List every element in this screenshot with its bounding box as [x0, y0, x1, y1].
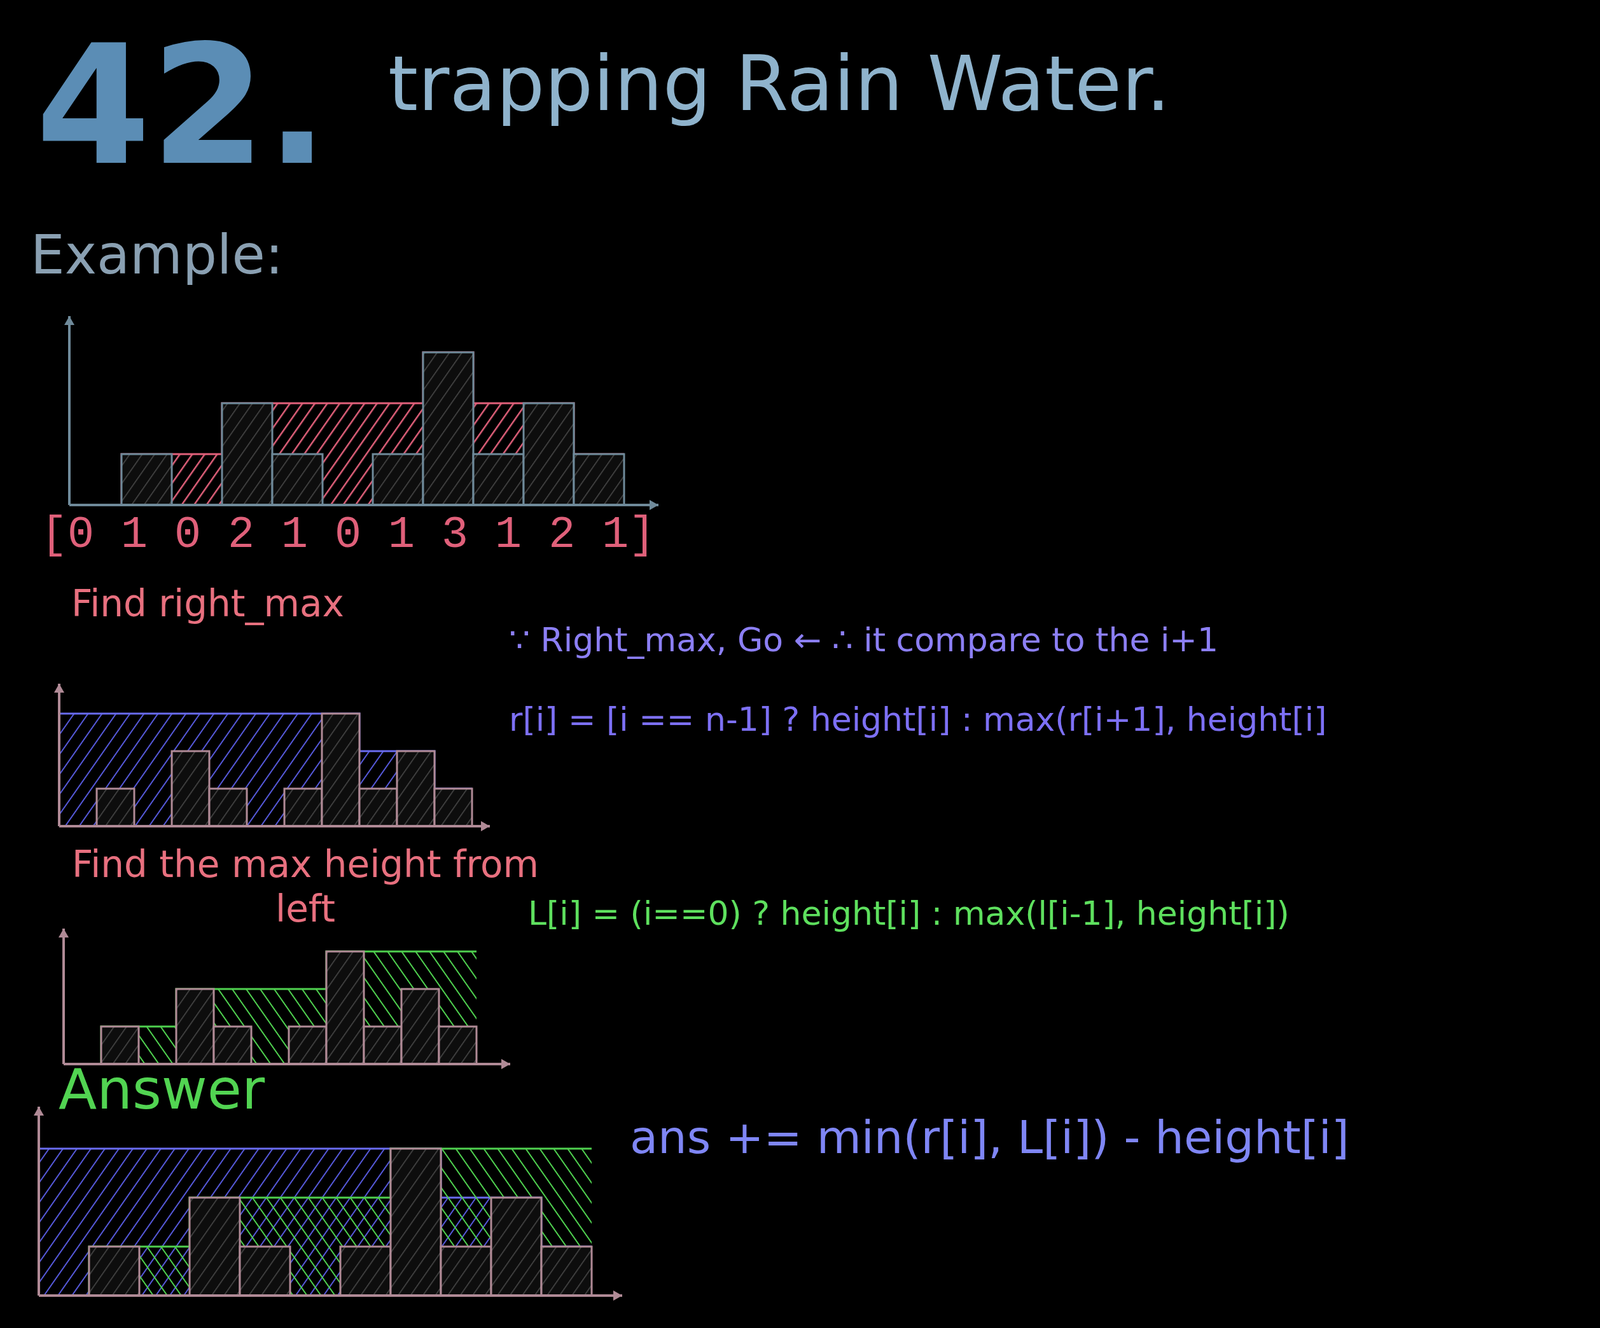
water-region	[139, 1246, 190, 1296]
formula: ans += min(r[i], L[i]) - height[i]	[629, 1110, 1350, 1165]
water-region	[246, 713, 285, 827]
height-bar	[209, 788, 247, 827]
height-bar	[440, 1246, 492, 1296]
water-region	[440, 1148, 492, 1247]
water-region	[134, 713, 172, 827]
water-region	[251, 989, 289, 1065]
water-region	[473, 403, 524, 455]
height-bar	[176, 989, 214, 1065]
height-bar	[89, 1246, 140, 1296]
y-axis	[57, 683, 61, 827]
water-region	[59, 713, 97, 827]
y-axis	[68, 316, 71, 506]
axis-arrow	[480, 821, 490, 832]
x-axis	[59, 825, 490, 828]
height-bar	[359, 788, 397, 827]
height-bar	[390, 1148, 441, 1296]
water-region	[290, 1148, 341, 1296]
water-region	[189, 1148, 240, 1198]
bar-chart	[54, 683, 490, 832]
height-bar	[372, 454, 424, 506]
water-region	[239, 1197, 291, 1247]
height-bar	[340, 1246, 391, 1296]
x-axis	[69, 503, 659, 507]
bar-chart	[58, 928, 511, 1070]
height-bar	[326, 951, 364, 1065]
bar-charts	[33, 316, 659, 1301]
height-bar	[288, 1026, 327, 1065]
water-region	[541, 1148, 592, 1247]
height-bar	[541, 1246, 592, 1296]
axis-arrow	[33, 1106, 44, 1116]
water-region	[213, 989, 252, 1027]
water-region	[284, 713, 322, 789]
water-region	[272, 403, 323, 455]
height-bar	[284, 788, 322, 827]
height-bar	[438, 1026, 477, 1065]
height-bar	[401, 989, 439, 1065]
height-bar	[222, 403, 273, 506]
step-heading: Find right_max	[71, 582, 345, 627]
axis-arrow	[501, 1059, 511, 1070]
water-region	[290, 1197, 341, 1296]
height-bar	[272, 454, 323, 506]
water-region	[401, 951, 439, 990]
axis-arrow	[649, 500, 659, 511]
water-region	[288, 989, 327, 1027]
water-region	[438, 951, 477, 1027]
height-array: [0 1 0 2 1 0 1 3 1 2 1]	[40, 508, 656, 563]
bar-chart	[33, 1106, 623, 1301]
section-heading: Answer	[58, 1056, 265, 1124]
water-region	[96, 713, 135, 789]
axis-arrow	[64, 316, 75, 326]
formula: L[i] = (i==0) ? height[i] : max(l[i-1], …	[528, 893, 1290, 934]
water-region	[171, 454, 223, 506]
y-axis	[37, 1106, 41, 1296]
step-heading: Find the max height from left	[69, 842, 541, 932]
height-bar	[239, 1246, 291, 1296]
y-axis	[62, 928, 65, 1065]
formula: r[i] = [i == n-1] ? height[i] : max(r[i+…	[508, 699, 1328, 740]
water-region	[363, 951, 402, 1027]
height-bar	[363, 1026, 402, 1065]
bar-chart	[64, 316, 659, 511]
height-bar	[321, 713, 360, 827]
height-bar	[423, 352, 474, 506]
height-bar	[434, 788, 473, 827]
water-region	[209, 713, 247, 789]
height-bar	[121, 454, 172, 506]
height-bar	[171, 751, 210, 827]
title: trapping Rain Water.	[388, 38, 1171, 130]
water-region	[359, 751, 397, 789]
problem-number: 42.	[35, 6, 329, 205]
max-outline	[71, 352, 625, 506]
height-bar	[473, 454, 524, 506]
section-heading: Example:	[30, 222, 284, 288]
height-bar	[573, 454, 625, 506]
height-bar	[523, 403, 574, 506]
height-bar	[96, 788, 135, 827]
water-region	[322, 403, 373, 506]
max-outline	[63, 951, 477, 1065]
height-bar	[189, 1197, 240, 1296]
note: ∵ Right_max, Go ← ∴ it compare to the i+…	[508, 620, 1219, 660]
water-region	[89, 1148, 140, 1247]
water-region	[139, 1148, 190, 1296]
axis-arrow	[613, 1290, 623, 1301]
axis-arrow	[54, 683, 65, 693]
water-region	[171, 713, 210, 752]
x-axis	[38, 1294, 623, 1298]
axis-arrow	[58, 928, 69, 938]
water-region	[491, 1148, 542, 1198]
water-region	[340, 1197, 391, 1247]
height-bar	[491, 1197, 542, 1296]
water-region	[372, 403, 424, 455]
max-outline	[38, 1148, 592, 1296]
water-region	[38, 1148, 90, 1296]
height-bar	[396, 751, 435, 827]
